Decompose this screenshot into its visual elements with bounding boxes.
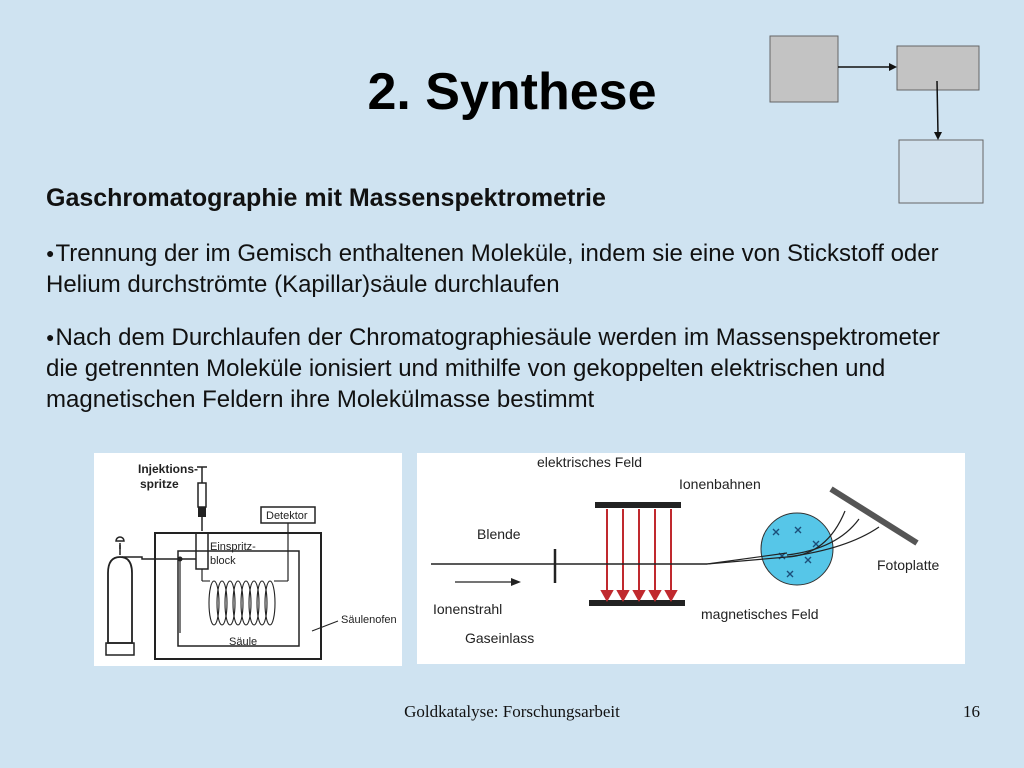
bullet-dot-icon: ●	[46, 245, 55, 261]
label-electric-field: elektrisches Feld	[537, 454, 642, 470]
gc-diagram: Injektions- spritze Detektor Einspritz- …	[94, 453, 402, 666]
label-detector: Detektor	[266, 510, 308, 522]
gas-cylinder-icon	[105, 536, 135, 656]
bullet-text: Nach dem Durchlaufen der Chromatographie…	[46, 324, 940, 413]
field-cross-marks	[772, 526, 820, 578]
electric-plate-top	[595, 502, 681, 508]
ion-beam-arrow-icon	[511, 578, 521, 586]
label-injection-line2: spritze	[140, 477, 179, 491]
ms-diagram: elektrisches Feld Ionenbahnen Blende Fot…	[417, 453, 965, 664]
oven-inner	[177, 550, 300, 647]
photo-plate	[829, 486, 919, 546]
label-magnetic-field: magnetisches Feld	[701, 606, 819, 622]
label-block-line2: block	[210, 555, 236, 567]
section-subtitle: Gaschromatographie mit Massenspektrometr…	[46, 184, 606, 212]
label-injection-line1: Injektions-	[138, 462, 198, 476]
syringe-icon	[197, 466, 207, 531]
oven-outer	[154, 532, 322, 660]
footer-text: Goldkatalyse: Forschungsarbeit	[404, 702, 620, 721]
label-photo-plate: Fotoplatte	[877, 557, 939, 573]
ion-paths	[786, 510, 880, 558]
label-aperture: Blende	[477, 526, 521, 542]
flowchart-box-3	[898, 139, 984, 204]
slide-title: 2. Synthese	[367, 63, 657, 121]
flowchart-arrowhead-down	[934, 132, 942, 140]
bullet-text: Trennung der im Gemisch enthaltenen Mole…	[46, 240, 939, 298]
label-ion-beam: Ionenstrahl	[433, 601, 502, 617]
flowchart-box-1	[769, 35, 839, 103]
bullet-dot-icon: ●	[46, 329, 55, 345]
flowchart-arrowhead-right	[889, 63, 897, 71]
label-gas-inlet: Gaseinlass	[465, 630, 534, 646]
bullet-item-mass-spec: ●Nach dem Durchlaufen der Chromatographi…	[46, 322, 976, 415]
label-block-line1: Einspritz-	[210, 541, 256, 553]
page-number: 16	[963, 702, 980, 721]
label-oven: Säulenofen	[341, 614, 397, 626]
field-arrows	[600, 509, 678, 603]
flowchart-thumbnail	[769, 35, 984, 204]
flowchart-box-2	[896, 45, 980, 91]
electric-plate-bottom	[589, 600, 685, 606]
column-coil	[202, 580, 288, 626]
magnetic-field-sphere	[760, 512, 834, 586]
flowchart-arrow-down	[936, 80, 939, 135]
label-column: Säule	[229, 636, 257, 648]
bullet-item-separation: ●Trennung der im Gemisch enthaltenen Mol…	[46, 238, 976, 300]
label-ion-paths: Ionenbahnen	[679, 476, 761, 492]
